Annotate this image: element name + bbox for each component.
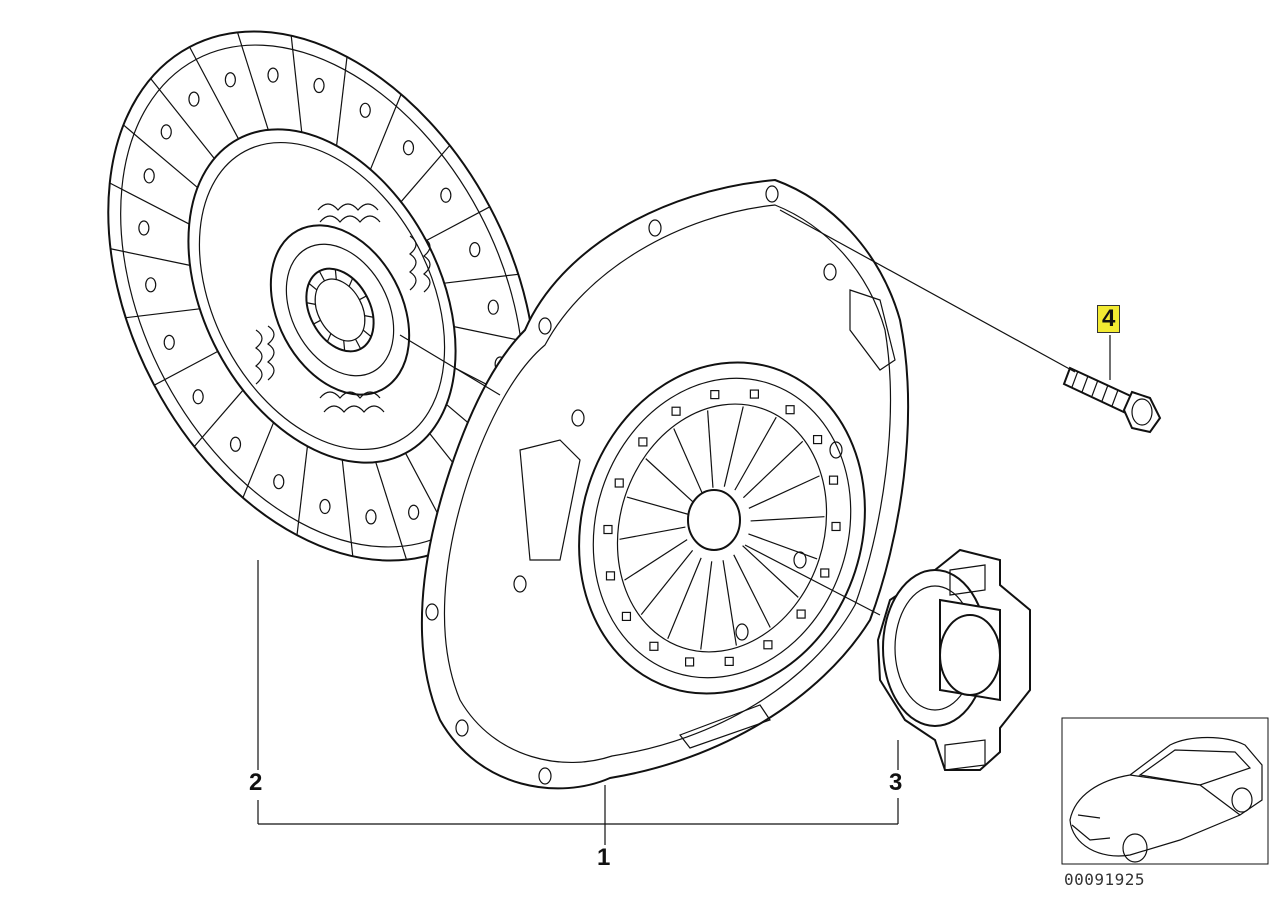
release-bearing[interactable] — [876, 548, 1031, 771]
clutch-disc[interactable] — [22, 0, 622, 634]
bolt[interactable] — [1062, 366, 1162, 434]
callout-kit[interactable]: 1 — [597, 844, 611, 871]
pressure-plate[interactable] — [420, 178, 910, 790]
leader-lines — [257, 209, 1111, 845]
callout-bolt[interactable]: 4 — [1096, 305, 1121, 333]
diagram-id: 00091925 — [1064, 870, 1146, 889]
callout-release-bearing[interactable]: 3 — [889, 769, 903, 796]
car-outline-icon — [1061, 717, 1269, 865]
callout-clutch-disc[interactable]: 2 — [249, 769, 263, 796]
